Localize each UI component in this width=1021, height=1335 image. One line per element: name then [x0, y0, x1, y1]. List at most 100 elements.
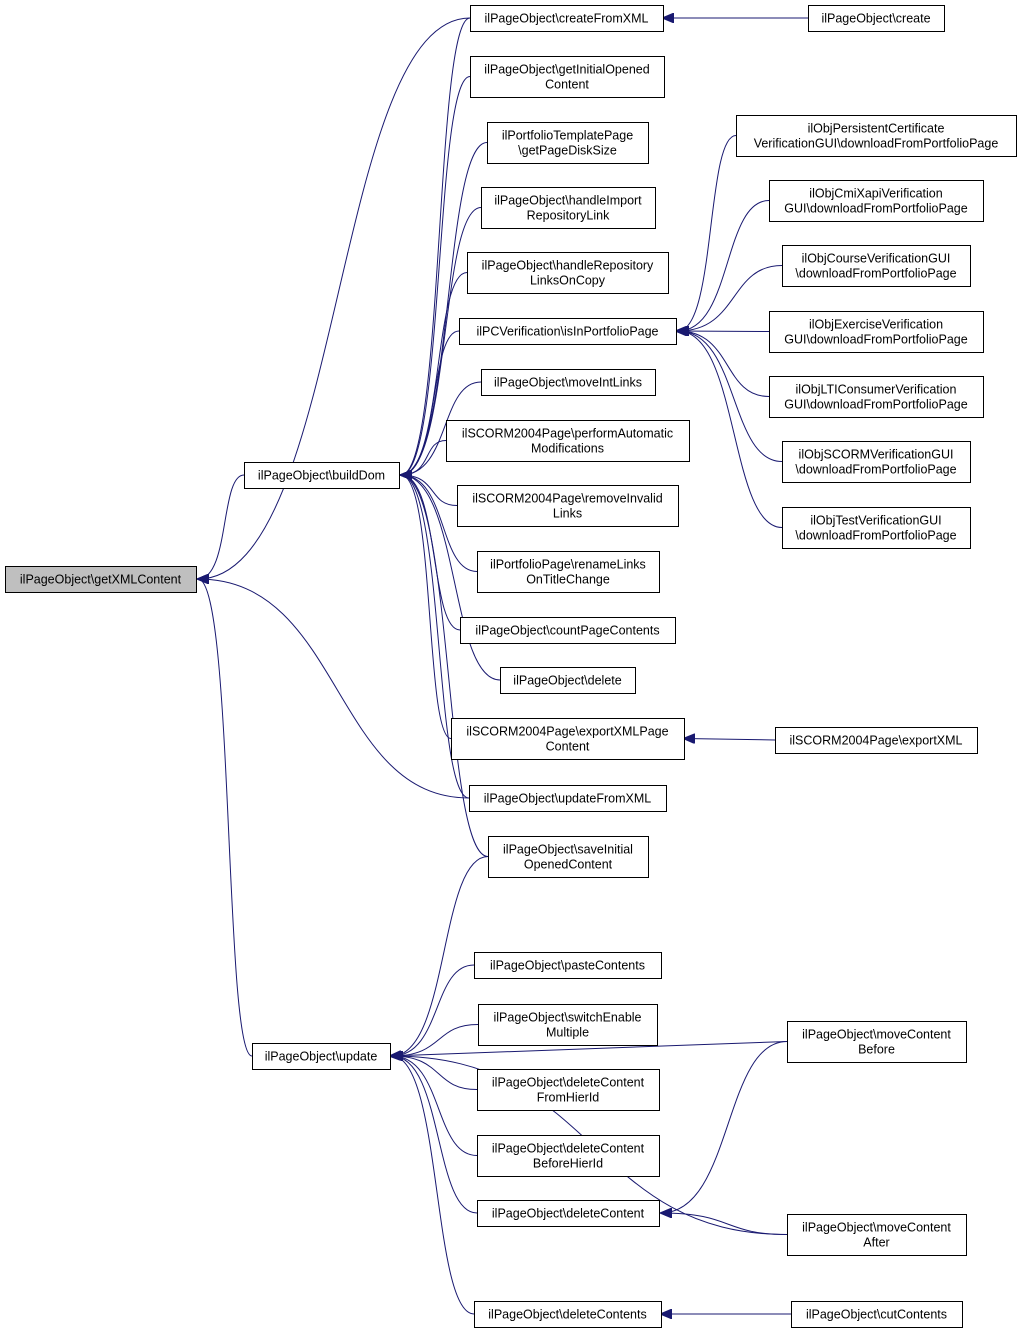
node-box — [769, 180, 984, 222]
node-box — [244, 462, 400, 489]
edge-ilpageobject-saveinitial-to-ilpageobject-builddom — [401, 475, 489, 857]
node-ilpageobject-update[interactable]: ilPageObject\update — [252, 1043, 391, 1070]
node-ilpageobject-deletecontents[interactable]: ilPageObject\deleteContents — [474, 1301, 662, 1328]
node-ilpageobject-deletecontent[interactable]: ilPageObject\deleteContent — [477, 1200, 660, 1227]
node-box — [808, 5, 945, 32]
node-box — [460, 617, 676, 644]
node-label: ilObjTestVerificationGUI — [810, 514, 941, 528]
node-label: Links — [553, 507, 582, 521]
node-label: ilPageObject\deleteContent — [492, 1076, 645, 1090]
node-label: ilSCORM2004Page\removeInvalid — [472, 492, 662, 506]
node-label: ilPageObject\handleRepository — [482, 259, 654, 273]
edge-ilpageobject-deletecontents-to-ilpageobject-update — [392, 1056, 475, 1315]
node-ilobjtestverificationgui-downloadfromportfoliopage[interactable]: ilObjTestVerificationGUI\downloadFromPor… — [782, 507, 971, 549]
node-ilpageobject-create[interactable]: ilPageObject\create — [808, 5, 945, 32]
node-ilpageobject-updatefromxml[interactable]: ilPageObject\updateFromXML — [469, 785, 667, 812]
node-ilobjpersistentcertificateverificationgui-downloadfromportfoliopage[interactable]: ilObjPersistentCertificateVerificationGU… — [736, 115, 1017, 157]
node-label: ilSCORM2004Page\performAutomatic — [462, 427, 673, 441]
node-label: GUI\downloadFromPortfolioPage — [784, 333, 967, 347]
node-label: \downloadFromPortfolioPage — [795, 529, 956, 543]
edge-ilpageobject-saveinitial-to-ilpageobject-update — [392, 856, 489, 1057]
node-label: FromHierId — [537, 1091, 600, 1105]
edge-ilpageobject-deletecontent-to-ilpageobject-update — [392, 1056, 478, 1156]
edge-ilpageobject-movecontent-to-ilpageobject-deletecontent — [661, 1041, 788, 1214]
node-ilpageobject-pastecontents[interactable]: ilPageObject\pasteContents — [474, 952, 662, 979]
node-label: ilPageObject\update — [265, 1050, 378, 1064]
node-box — [477, 1135, 660, 1177]
edge-ilpageobject-switchenable-to-ilpageobject-update — [392, 1024, 479, 1057]
node-label: ilPageObject\pasteContents — [490, 959, 645, 973]
node-ilobjexerciseverificationgui-downloadfromportfoliopage[interactable]: ilObjExerciseVerificationGUI\downloadFro… — [769, 311, 984, 353]
node-label: ilPageObject\deleteContents — [488, 1308, 646, 1322]
node-box — [470, 56, 665, 98]
node-box — [769, 311, 984, 353]
node-label: ilObjLTIConsumerVerification — [796, 383, 957, 397]
node-box — [775, 727, 978, 754]
node-ilobjscormverificationgui-downloadfromportfoliopage[interactable]: ilObjSCORMVerificationGUI\downloadFromPo… — [782, 441, 971, 483]
node-box — [782, 507, 971, 549]
edge-ilobjcmixapiverification-to-ilpcverification-isinportfoliopage — [678, 200, 770, 332]
node-box — [469, 785, 667, 812]
node-ilobjlticonsumerverificationgui-downloadfromportfoliopage[interactable]: ilObjLTIConsumerVerificationGUI\download… — [769, 376, 984, 418]
node-label: ilObjCmiXapiVerification — [809, 187, 942, 201]
edge-ilpageobject-movecontent-to-ilpageobject-update — [390, 1041, 788, 1057]
node-label: ilPageObject\deleteContent — [492, 1142, 645, 1156]
node-ilpageobject-getxmlcontent[interactable]: ilPageObject\getXMLContent — [5, 566, 197, 593]
node-box — [488, 836, 649, 878]
edge-ilobjscormverificationgui-to-ilpcverification-isinportfoliopage — [678, 331, 783, 462]
node-ilpageobject-builddom[interactable]: ilPageObject\buildDom — [244, 462, 400, 489]
node-label: ilPageObject\countPageContents — [475, 624, 659, 638]
node-label: ilPageObject\saveInitial — [503, 843, 633, 857]
node-label: Modifications — [531, 442, 604, 456]
node-label: ilPageObject\cutContents — [806, 1308, 947, 1322]
node-label: ilObjPersistentCertificate — [808, 122, 945, 136]
node-label: ilPageObject\create — [821, 12, 930, 26]
node-label: ilPageObject\deleteContent — [492, 1207, 645, 1221]
node-label: RepositoryLink — [527, 209, 610, 223]
node-label: After — [863, 1236, 889, 1250]
node-label: OpenedContent — [524, 858, 613, 872]
node-ilobjcourseverificationgui-downloadfromportfoliopage[interactable]: ilObjCourseVerificationGUI\downloadFromP… — [782, 245, 971, 287]
edge-ilobjexerciseverification-to-ilpcverification-isinportfoliopage — [676, 331, 770, 332]
node-ilpageobject-cutcontents[interactable]: ilPageObject\cutContents — [791, 1301, 963, 1328]
edge-ilobjpersistentcertificate-to-ilpcverification-isinportfoliopage — [678, 135, 737, 332]
edge-ilpageobject-deletecontent-to-ilpageobject-update — [392, 1056, 478, 1090]
node-label: ilPageObject\moveContent — [802, 1028, 951, 1042]
node-ilobjcmixapiverificationgui-downloadfromportfoliopage[interactable]: ilObjCmiXapiVerificationGUI\downloadFrom… — [769, 180, 984, 222]
node-ilpcverification-isinportfoliopage[interactable]: ilPCVerification\isInPortfolioPage — [459, 318, 677, 345]
node-ilscorm2004page-exportxml[interactable]: ilSCORM2004Page\exportXML — [775, 727, 978, 754]
node-box — [782, 441, 971, 483]
node-box — [487, 122, 649, 164]
edge-ilscorm2004page-exportxml-to-ilscorm2004page-exportxmlpage — [684, 739, 776, 741]
node-ilpageobject-moveintlinks[interactable]: ilPageObject\moveIntLinks — [481, 369, 656, 396]
edge-ilobjlticonsumerverification-to-ilpcverification-isinportfoliopage — [678, 331, 770, 397]
node-label: ilPCVerification\isInPortfolioPage — [476, 325, 658, 339]
node-label: \getPageDiskSize — [518, 144, 617, 158]
node-box — [252, 1043, 391, 1070]
node-label: GUI\downloadFromPortfolioPage — [784, 398, 967, 412]
edge-ilpageobject-delete-to-ilpageobject-builddom — [401, 475, 501, 681]
edge-ilportfoliopage-renamelinks-to-ilpageobject-builddom — [401, 475, 478, 572]
node-label: Multiple — [546, 1026, 589, 1040]
node-ilpageobject-countpagecontents[interactable]: ilPageObject\countPageContents — [460, 617, 676, 644]
node-ilportfoliotemplatepage-getpagedisksize[interactable]: ilPortfolioTemplatePage\getPageDiskSize — [487, 122, 649, 164]
node-label: ilSCORM2004Page\exportXMLPage — [466, 725, 668, 739]
edge-ilpageobject-movecontent-to-ilpageobject-deletecontent — [661, 1213, 788, 1235]
node-label: Content — [546, 740, 590, 754]
node-box — [769, 376, 984, 418]
node-ilpageobject-createfromxml[interactable]: ilPageObject\createFromXML — [470, 5, 664, 32]
node-ilpageobject-delete[interactable]: ilPageObject\delete — [500, 667, 636, 694]
node-ilscorm2004page-performautomaticmodifications[interactable]: ilSCORM2004Page\performAutomaticModifica… — [446, 420, 690, 462]
